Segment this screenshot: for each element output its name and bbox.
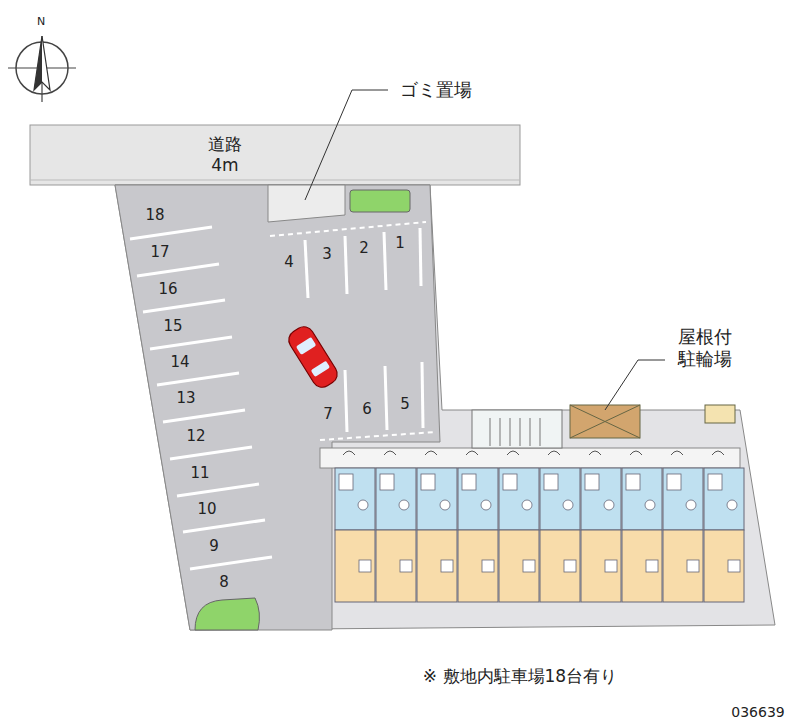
bike-icon	[705, 405, 735, 423]
leader-line	[605, 360, 638, 410]
stall-number: 5	[400, 395, 410, 413]
caption: ※ 敷地内駐車場18台有り	[423, 666, 617, 686]
stall-number: 7	[323, 405, 333, 423]
stall-number: 3	[322, 245, 332, 263]
stall-number: 15	[163, 317, 182, 335]
stall-number: 18	[145, 206, 164, 224]
apartment-units	[335, 451, 744, 602]
leader-line	[305, 90, 352, 200]
stall-number: 9	[209, 537, 219, 555]
shrub	[195, 598, 259, 630]
car	[285, 323, 341, 391]
garbage-area	[268, 185, 345, 222]
road-band	[30, 125, 520, 185]
shrub	[350, 190, 410, 212]
stall-number: 14	[170, 353, 189, 371]
stall-number: 10	[197, 500, 216, 518]
stall-number: 4	[284, 253, 294, 271]
leader-line	[638, 360, 665, 361]
stall-lines	[130, 227, 423, 569]
road-label-area: 道路 4m	[160, 125, 290, 185]
stall-number: 16	[158, 280, 177, 298]
compass	[8, 36, 76, 102]
stall-number: 8	[219, 573, 229, 591]
stall-number: 13	[176, 389, 195, 407]
stall-number: 6	[362, 400, 372, 418]
stairs	[472, 410, 562, 448]
stall-number: 11	[190, 464, 209, 482]
reference-code: 036639	[731, 704, 784, 721]
stall-number: 12	[186, 427, 205, 445]
stall-number: 1	[395, 234, 405, 252]
leader-line	[352, 90, 388, 91]
parking-lot	[115, 185, 440, 630]
area-label: 屋根付 駐輪場	[674, 326, 735, 369]
road-name: 道路 4m	[200, 134, 251, 177]
stall-number: 17	[150, 243, 169, 261]
stall-number: 2	[359, 239, 369, 257]
area-label: ゴミ置場	[400, 79, 472, 101]
site-ground	[115, 185, 775, 630]
compass-letter: N	[37, 15, 45, 28]
